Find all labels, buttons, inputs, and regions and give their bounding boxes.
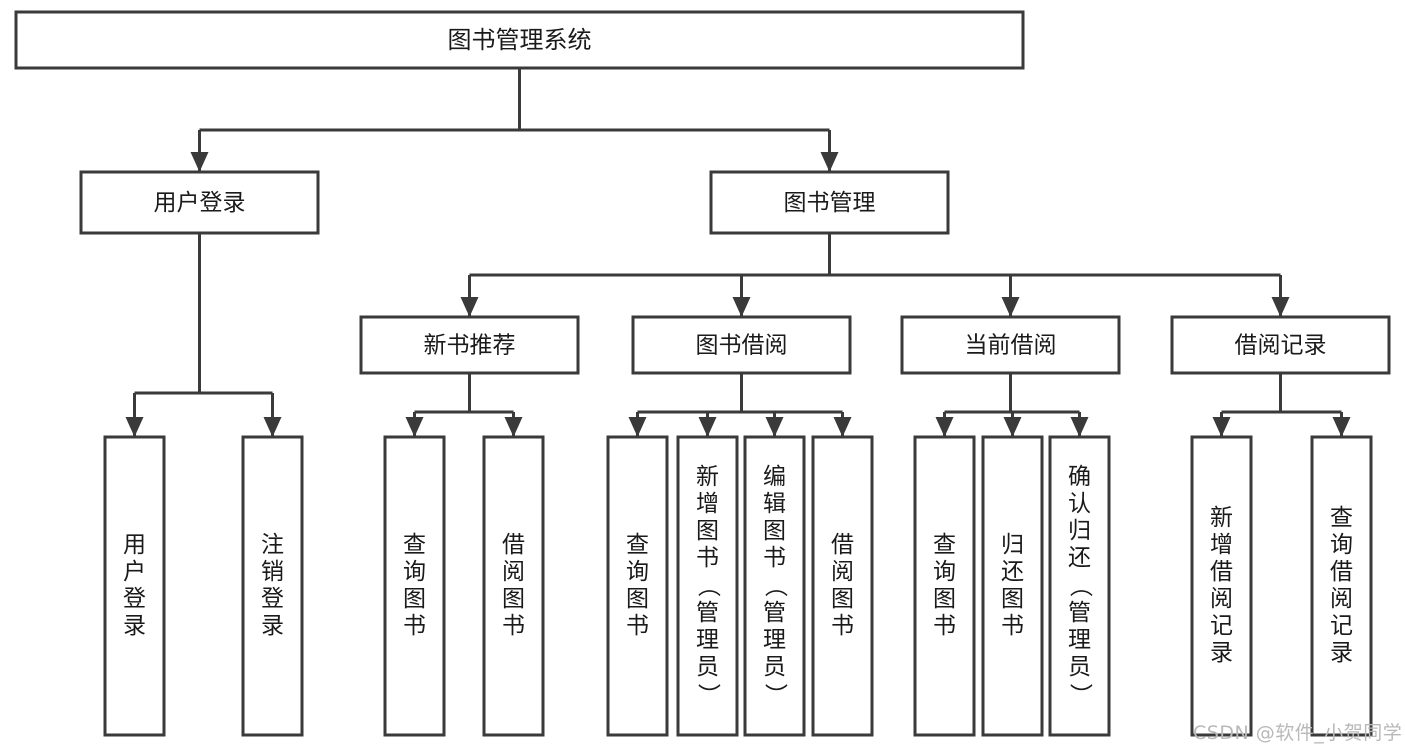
node-box-leaf-1[interactable] bbox=[241, 435, 304, 737]
arrow-head-icon-borrow_record-1 bbox=[1332, 417, 1351, 437]
node-label-root: 图书管理系统 bbox=[448, 26, 592, 54]
arrow-head-icon-book_borrow-1 bbox=[698, 417, 717, 437]
arrow-head-icon-current_borrow-2 bbox=[1070, 417, 1089, 437]
arrow-head-icon-book_borrow-0 bbox=[628, 417, 647, 437]
node-box-leaf-11[interactable] bbox=[1190, 435, 1253, 737]
arrow-head-icon-l2-1 bbox=[732, 297, 751, 317]
boxes-layer bbox=[14, 10, 1391, 737]
arrow-head-icon-user_login-1 bbox=[263, 417, 282, 437]
node-box-leaf-10[interactable] bbox=[1048, 435, 1111, 737]
node-box-leaf-8[interactable] bbox=[913, 435, 976, 737]
node-box-leaf-12[interactable] bbox=[1310, 435, 1373, 737]
arrow-head-icon-new_book_rec-0 bbox=[405, 417, 424, 437]
node-box-current-borrow[interactable] bbox=[900, 315, 1121, 375]
node-label-book-borrow: 图书借阅 bbox=[696, 333, 788, 359]
node-box-borrow-record[interactable] bbox=[1170, 315, 1391, 375]
arrow-head-icon-l2-0 bbox=[460, 297, 479, 317]
arrow-head-icon-borrow_record-0 bbox=[1212, 417, 1231, 437]
arrow-head-icon-l2-2 bbox=[1001, 297, 1020, 317]
node-box-root[interactable] bbox=[14, 10, 1025, 70]
node-box-leaf-7[interactable] bbox=[811, 435, 874, 737]
node-box-leaf-4[interactable] bbox=[606, 435, 669, 737]
arrow-head-icon-current_borrow-1 bbox=[1003, 417, 1022, 437]
node-label-new-book-rec: 新书推荐 bbox=[424, 333, 516, 359]
node-box-book-manage[interactable] bbox=[709, 170, 950, 235]
node-label-user-login: 用户登录 bbox=[154, 190, 246, 216]
node-label-book-manage: 图书管理 bbox=[784, 190, 876, 216]
arrow-head-icon-l1-1 bbox=[820, 152, 839, 172]
node-box-leaf-9[interactable] bbox=[981, 435, 1044, 737]
arrow-head-icon-book_borrow-3 bbox=[833, 417, 852, 437]
arrow-head-icon-l2-3 bbox=[1271, 297, 1290, 317]
arrow-head-icon-new_book_rec-1 bbox=[504, 417, 523, 437]
arrow-head-icon-book_borrow-2 bbox=[765, 417, 784, 437]
node-box-leaf-0[interactable] bbox=[103, 435, 166, 737]
connectors-layer bbox=[125, 68, 1351, 437]
watermark-text: CSDN @软件_小贺同学 bbox=[1193, 722, 1403, 744]
node-box-new-book-rec[interactable] bbox=[359, 315, 580, 375]
arrow-head-icon-user_login-0 bbox=[125, 417, 144, 437]
arrow-head-icon-l1-0 bbox=[190, 152, 209, 172]
node-box-leaf-6[interactable] bbox=[743, 435, 806, 737]
node-box-leaf-3[interactable] bbox=[482, 435, 545, 737]
node-box-leaf-5[interactable] bbox=[676, 435, 739, 737]
node-box-book-borrow[interactable] bbox=[631, 315, 852, 375]
node-box-user-login[interactable] bbox=[79, 170, 320, 235]
arrow-head-icon-current_borrow-0 bbox=[935, 417, 954, 437]
node-label-current-borrow: 当前借阅 bbox=[965, 333, 1057, 359]
node-label-borrow-record: 借阅记录 bbox=[1235, 333, 1327, 359]
node-box-leaf-2[interactable] bbox=[383, 435, 446, 737]
